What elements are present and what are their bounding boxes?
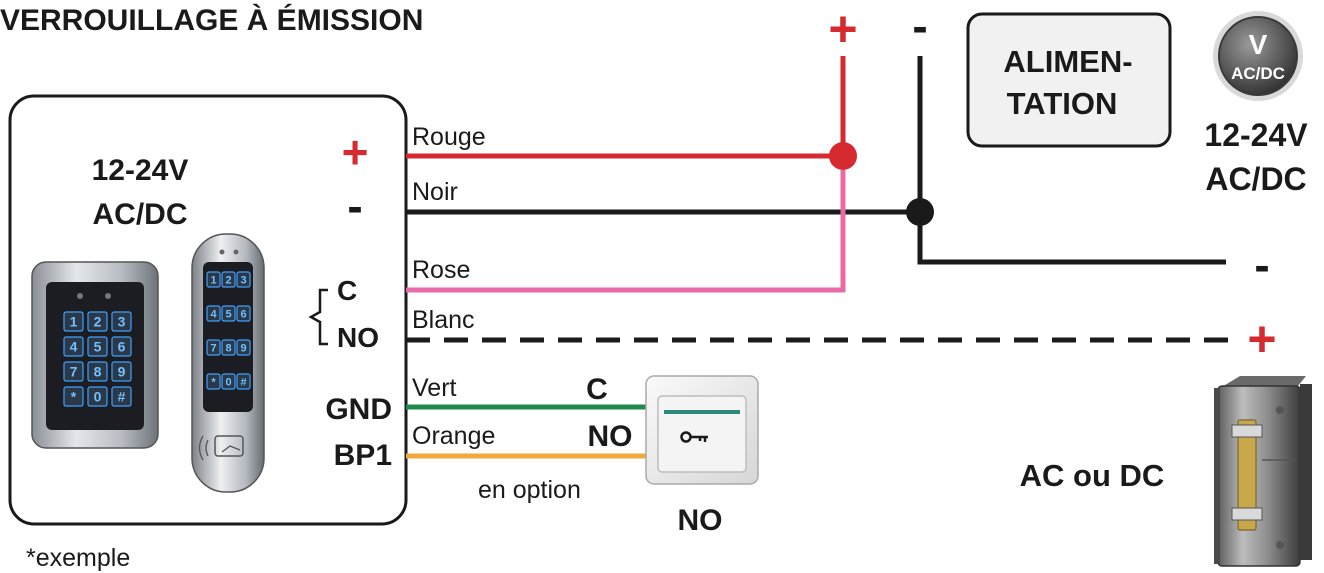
terminal-gnd: GND — [325, 393, 392, 426]
keypad-slim-key-label: 3 — [240, 274, 246, 286]
keypad-slim-key-label: * — [211, 376, 216, 388]
keypad-slim-key-bg — [206, 373, 221, 390]
keypad-square-key-bg — [87, 336, 108, 357]
electric-strike-image — [1214, 376, 1312, 567]
keypad-slim-key-label: 9 — [240, 342, 246, 354]
keypad-square-key-bg — [111, 336, 132, 357]
brace-icon — [308, 288, 328, 346]
power-supply-label-line2: TATION — [1007, 86, 1118, 121]
power-supply-box — [966, 12, 1172, 148]
controller-current-type: AC/DC — [93, 198, 188, 231]
terminal-c: C — [337, 275, 357, 306]
button-type-label: NO — [678, 504, 723, 537]
keypad-slim-key-label: 5 — [225, 308, 231, 320]
keypad-square-key-label: 5 — [94, 339, 102, 355]
wire-label-vert: Vert — [412, 374, 457, 402]
keypad-square-key-label: * — [71, 389, 77, 405]
keypad-slim-key-label: 0 — [225, 376, 231, 388]
strike-minus: - — [1254, 239, 1269, 291]
wire-pink — [406, 170, 846, 293]
wire-label-noir: Noir — [412, 178, 458, 206]
terminal-bp1: BP1 — [334, 439, 392, 472]
terminal-minus: - — [347, 180, 362, 232]
keypad-slim-key-bg — [221, 373, 236, 390]
svg-text:AC/DC: AC/DC — [1231, 64, 1285, 83]
keypad-square-key-bg — [63, 311, 84, 332]
rfid-icon — [198, 435, 244, 461]
keypad-slim-key-bg — [206, 339, 221, 356]
keypad-slim-key-bg — [221, 271, 236, 288]
terminal-plus: + — [342, 126, 369, 178]
supply-voltage: 12-24V — [1204, 117, 1308, 153]
svg-text:V: V — [1249, 29, 1268, 60]
keypad-slim-key-bg — [236, 339, 251, 356]
keypad-slim-key-bg — [236, 305, 251, 322]
strike-plus: + — [1247, 311, 1276, 367]
supply-current-type: AC/DC — [1205, 161, 1306, 197]
junction-black — [906, 198, 934, 226]
keypad-square-key-bg — [111, 311, 132, 332]
keypad-slim-key-bg — [206, 305, 221, 322]
keypad-slim-key-label: # — [240, 376, 246, 388]
keypad-square-key-label: 9 — [118, 364, 126, 380]
keypad-square-key-bg — [111, 386, 132, 407]
keypad-square-key-bg — [87, 311, 108, 332]
button-c-label: C — [586, 373, 608, 406]
keypad-slim-key-label: 4 — [210, 308, 217, 320]
terminal-no: NO — [337, 322, 379, 353]
exit-button — [645, 375, 759, 485]
key-icon — [680, 431, 708, 443]
keypad-square-key-label: 6 — [118, 339, 126, 355]
keypad-square-key-bg — [63, 361, 84, 382]
keypad-square-key-bg — [87, 361, 108, 382]
example-note: *exemple — [26, 544, 130, 572]
wire-label-blanc: Blanc — [412, 306, 475, 334]
keypad-square-key-label: 8 — [94, 364, 102, 380]
keypad-slim-key-bg — [221, 339, 236, 356]
keypad-square-key-bg — [111, 361, 132, 382]
keypad-slim-key-bg — [236, 271, 251, 288]
keypad-slim-key-bg — [206, 271, 221, 288]
keypad-square-key-bg — [63, 336, 84, 357]
keypad-slim-key-label: 1 — [210, 274, 216, 286]
controller-voltage: 12-24V — [92, 154, 189, 187]
keypad-slim-key-bg — [236, 373, 251, 390]
keypad-slim-key-label: 8 — [225, 342, 231, 354]
wire-label-rouge: Rouge — [412, 123, 486, 151]
optional-label: en option — [478, 476, 581, 504]
keypad-square-key-bg — [63, 386, 84, 407]
diagram-title: VERROUILLAGE À ÉMISSION — [0, 3, 423, 37]
power-supply-label-line1: ALIMEN- — [1003, 44, 1132, 79]
wire-label-orange: Orange — [412, 422, 495, 450]
keypad-slim-key-label: 7 — [210, 342, 216, 354]
keypad-square-key-label: 0 — [94, 389, 102, 405]
keypad-square-key-label: 4 — [70, 339, 78, 355]
wire-black-supply — [917, 56, 1226, 265]
keypad-slim-key-bg — [221, 305, 236, 322]
keypad-slim-key-label: 6 — [240, 308, 246, 320]
strike-label: AC ou DC — [1020, 458, 1165, 493]
supply-plus: + — [828, 1, 857, 57]
keypad-square-key-label: 2 — [94, 314, 102, 330]
keypad-square-key-label: 3 — [118, 314, 126, 330]
button-no-label: NO — [588, 420, 633, 453]
junction-red — [829, 142, 857, 170]
supply-minus: - — [912, 0, 927, 52]
keypad-square-key-label: 1 — [70, 314, 78, 330]
keypad-square-key-bg — [87, 386, 108, 407]
wire-label-rose: Rose — [412, 256, 470, 284]
keypad-slim-key-label: 2 — [225, 274, 231, 286]
voltage-badge-icon: V AC/DC — [1213, 11, 1303, 101]
keypad-square-key-label: # — [118, 389, 126, 405]
keypad-square-key-label: 7 — [70, 364, 78, 380]
